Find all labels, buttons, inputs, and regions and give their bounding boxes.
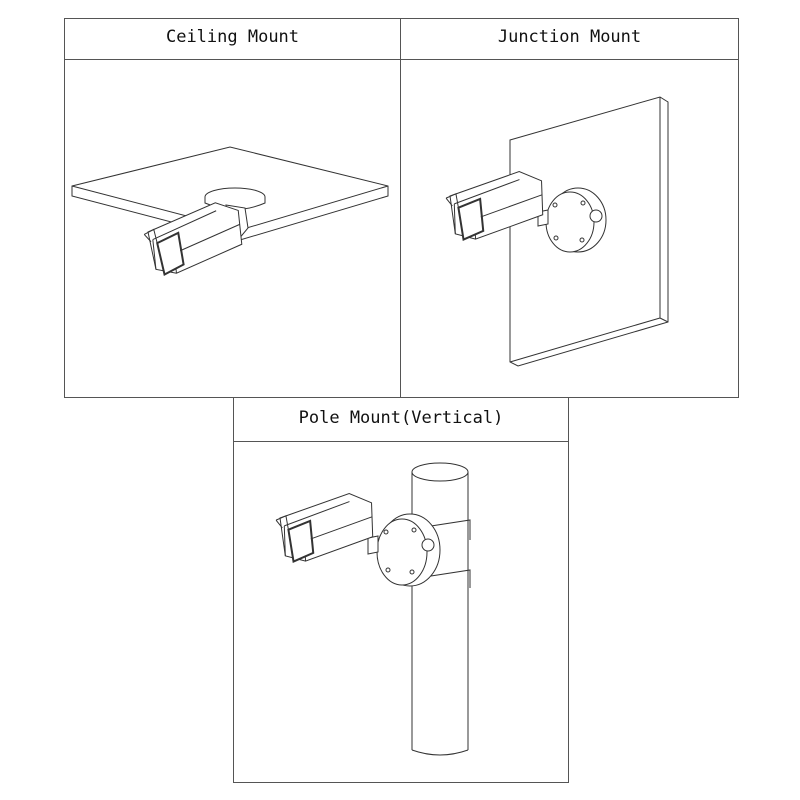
panel-title: Pole Mount(Vertical) [234, 398, 568, 442]
pole-illustration [274, 462, 471, 756]
panel-title: Ceiling Mount [65, 19, 400, 60]
panel-title: Junction Mount [401, 19, 738, 60]
pole-mount-panel: Pole Mount(Vertical) [233, 397, 569, 783]
junction-mount-panel: Junction Mount [400, 18, 739, 398]
junction-illustration [444, 96, 669, 367]
ceiling-illustration [71, 146, 389, 278]
